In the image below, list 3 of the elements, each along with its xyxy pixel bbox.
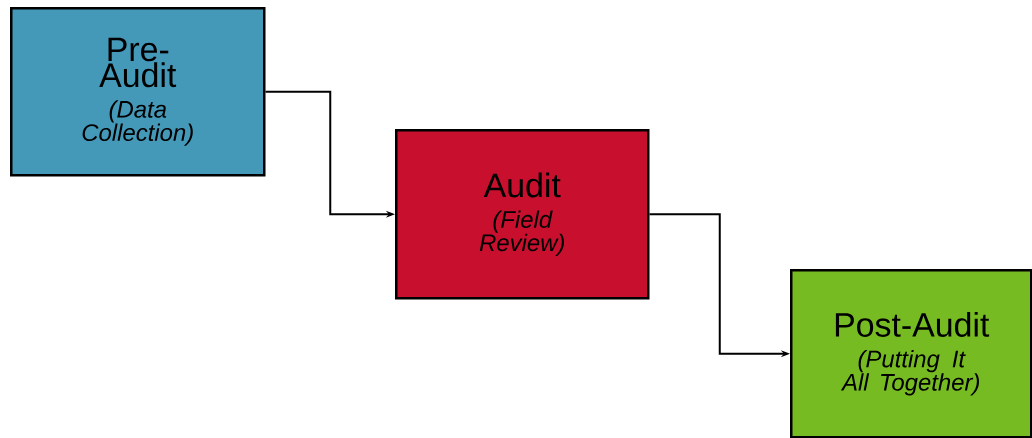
process-box: Audit (Field Review) xyxy=(395,129,650,300)
process-box: Post-Audit (Putting It All Together) xyxy=(790,269,1032,438)
process-box: Pre-Audit (Data Collection) xyxy=(10,7,266,177)
